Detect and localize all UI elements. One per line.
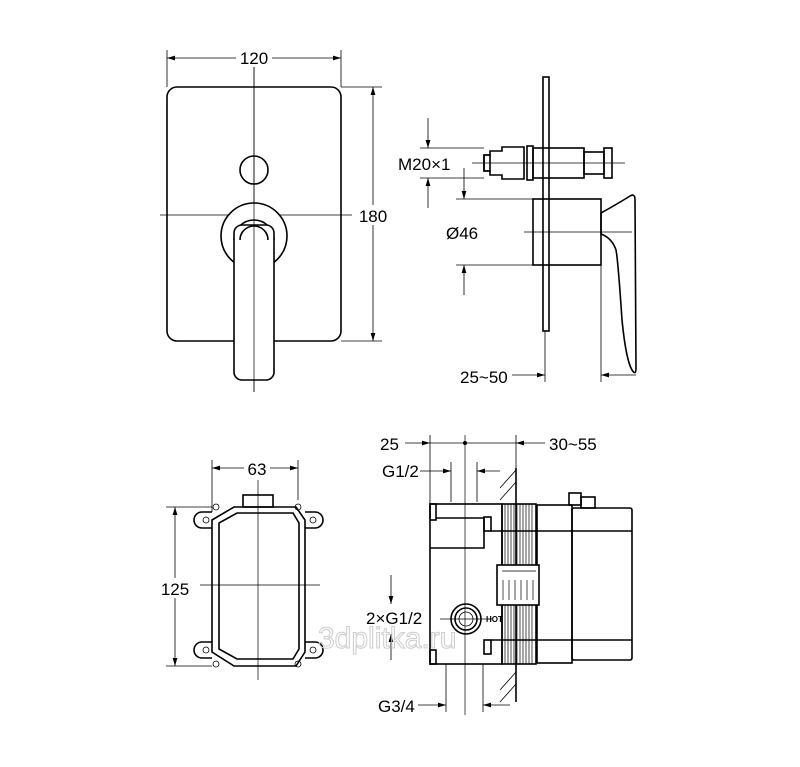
- depth-dimension: 25~50: [460, 368, 508, 387]
- watermark: 3dplitka.ru: [318, 622, 456, 655]
- bottom-port-dimension: G3/4: [378, 697, 415, 716]
- height-dimension: 180: [359, 207, 387, 226]
- side-ports-dimension: 2×G1/2: [366, 609, 422, 628]
- width-dimension: 120: [240, 49, 268, 68]
- front-view: 120 180: [160, 47, 391, 392]
- box-height-dimension: 125: [161, 580, 189, 599]
- thread-dimension: M20×1: [398, 155, 450, 174]
- hot-label: HOT: [486, 615, 503, 624]
- box-side-view: HOT 25 30~55 G1/2 2×G1/2 G3/4: [366, 435, 633, 716]
- diameter-dimension: Ø46: [446, 224, 478, 243]
- offset-dimension: 25: [380, 435, 399, 454]
- mounting-ears: [193, 503, 324, 668]
- side-view: M20×1 Ø46 25~50: [398, 76, 637, 387]
- box-width-dimension: 63: [248, 460, 267, 479]
- top-port-dimension: G1/2: [382, 462, 419, 481]
- depth-range-dimension: 30~55: [549, 435, 597, 454]
- label-plate: [496, 564, 540, 606]
- box-front-view: 63 125: [160, 458, 324, 680]
